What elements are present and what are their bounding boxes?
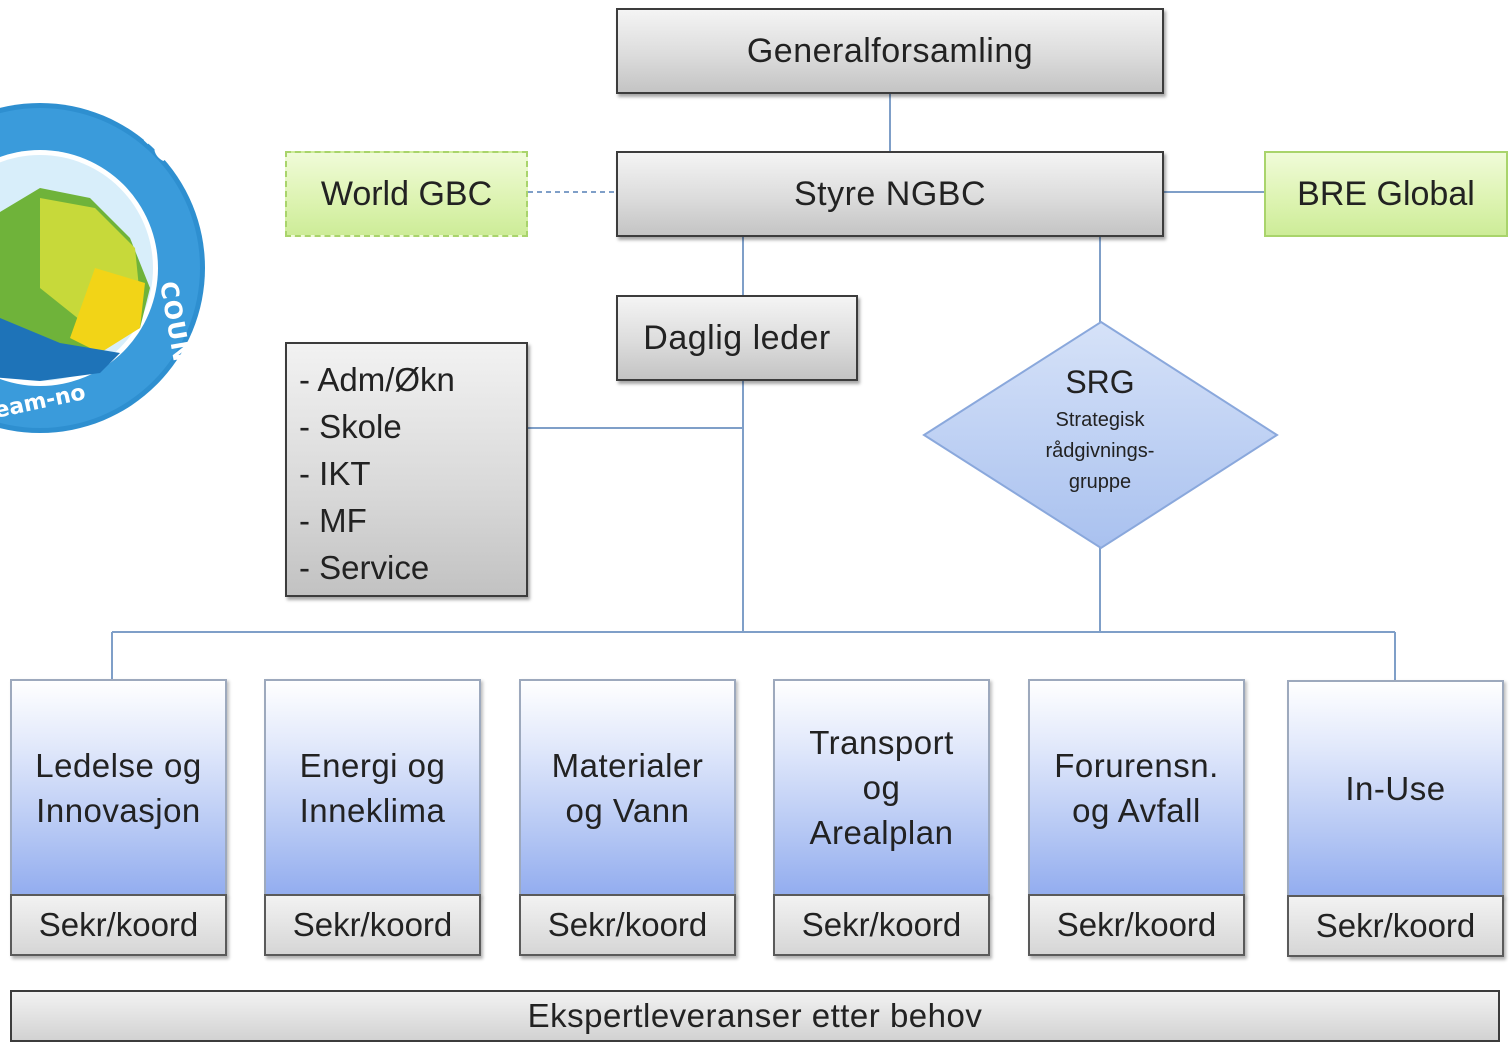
group-label: Ledelse og Innovasjon [35, 746, 202, 829]
group-forurensning-sekr[interactable]: Sekr/koord [1028, 894, 1245, 956]
admin-list-box[interactable]: - Adm/Økn - Skole - IKT - MF - Service [285, 342, 528, 597]
srg-title: SRG [1065, 364, 1135, 400]
srg-diamond[interactable] [920, 318, 1282, 552]
ngbc-logo: N BUILDING COUNCIL eam-no [0, 75, 205, 433]
sekr-label: Sekr/koord [1056, 906, 1217, 943]
group-label: Forurensn. og Avfall [1054, 746, 1219, 829]
admin-list-item: - Service [299, 549, 430, 586]
sekr-label: Sekr/koord [801, 906, 962, 943]
group-materialer[interactable]: Materialer og Vann [519, 679, 736, 896]
sekr-label: Sekr/koord [1315, 907, 1476, 944]
group-in-use-sekr[interactable]: Sekr/koord [1287, 895, 1504, 957]
admin-list-item: - Adm/Økn [299, 361, 455, 398]
group-label: In-Use [1345, 770, 1446, 807]
sekr-label: Sekr/koord [547, 906, 708, 943]
bre-global-label: BRE Global [1297, 174, 1475, 213]
daglig-leder-label: Daglig leder [643, 318, 831, 357]
srg-subtitle: Strategisk rådgivnings- gruppe [1045, 409, 1155, 493]
sekr-label: Sekr/koord [292, 906, 453, 943]
group-energi[interactable]: Energi og Inneklima [264, 679, 481, 896]
group-label: Energi og Inneklima [299, 746, 446, 829]
group-label: Materialer og Vann [551, 746, 704, 829]
ekspert-bar[interactable]: Ekspertleveranser etter behov [10, 990, 1500, 1042]
sekr-label: Sekr/koord [38, 906, 199, 943]
group-ledelse-sekr[interactable]: Sekr/koord [10, 894, 227, 956]
styre-ngbc-label: Styre NGBC [793, 174, 987, 213]
ekspert-label: Ekspertleveranser etter behov [527, 997, 983, 1034]
styre-ngbc-box[interactable]: Styre NGBC [616, 151, 1164, 237]
generalforsamling-label: Generalforsamling [746, 31, 1034, 70]
group-label: Transport og Arealplan [809, 724, 954, 851]
world-gbc-label: World GBC [320, 174, 493, 213]
group-transport[interactable]: Transport og Arealplan [773, 679, 990, 896]
group-forurensning[interactable]: Forurensn. og Avfall [1028, 679, 1245, 896]
admin-list-item: - IKT [299, 455, 371, 492]
group-ledelse[interactable]: Ledelse og Innovasjon [10, 679, 227, 896]
admin-list-item: - Skole [299, 408, 402, 445]
group-materialer-sekr[interactable]: Sekr/koord [519, 894, 736, 956]
group-energi-sekr[interactable]: Sekr/koord [264, 894, 481, 956]
srg-text: SRG Strategisk rådgivnings- gruppe [1000, 364, 1200, 514]
generalforsamling-box[interactable]: Generalforsamling [616, 8, 1164, 94]
admin-list-item: - MF [299, 502, 367, 539]
bre-global-box[interactable]: BRE Global [1264, 151, 1508, 237]
daglig-leder-box[interactable]: Daglig leder [616, 295, 858, 381]
group-in-use[interactable]: In-Use [1287, 680, 1504, 897]
group-transport-sekr[interactable]: Sekr/koord [773, 894, 990, 956]
world-gbc-box[interactable]: World GBC [285, 151, 528, 237]
